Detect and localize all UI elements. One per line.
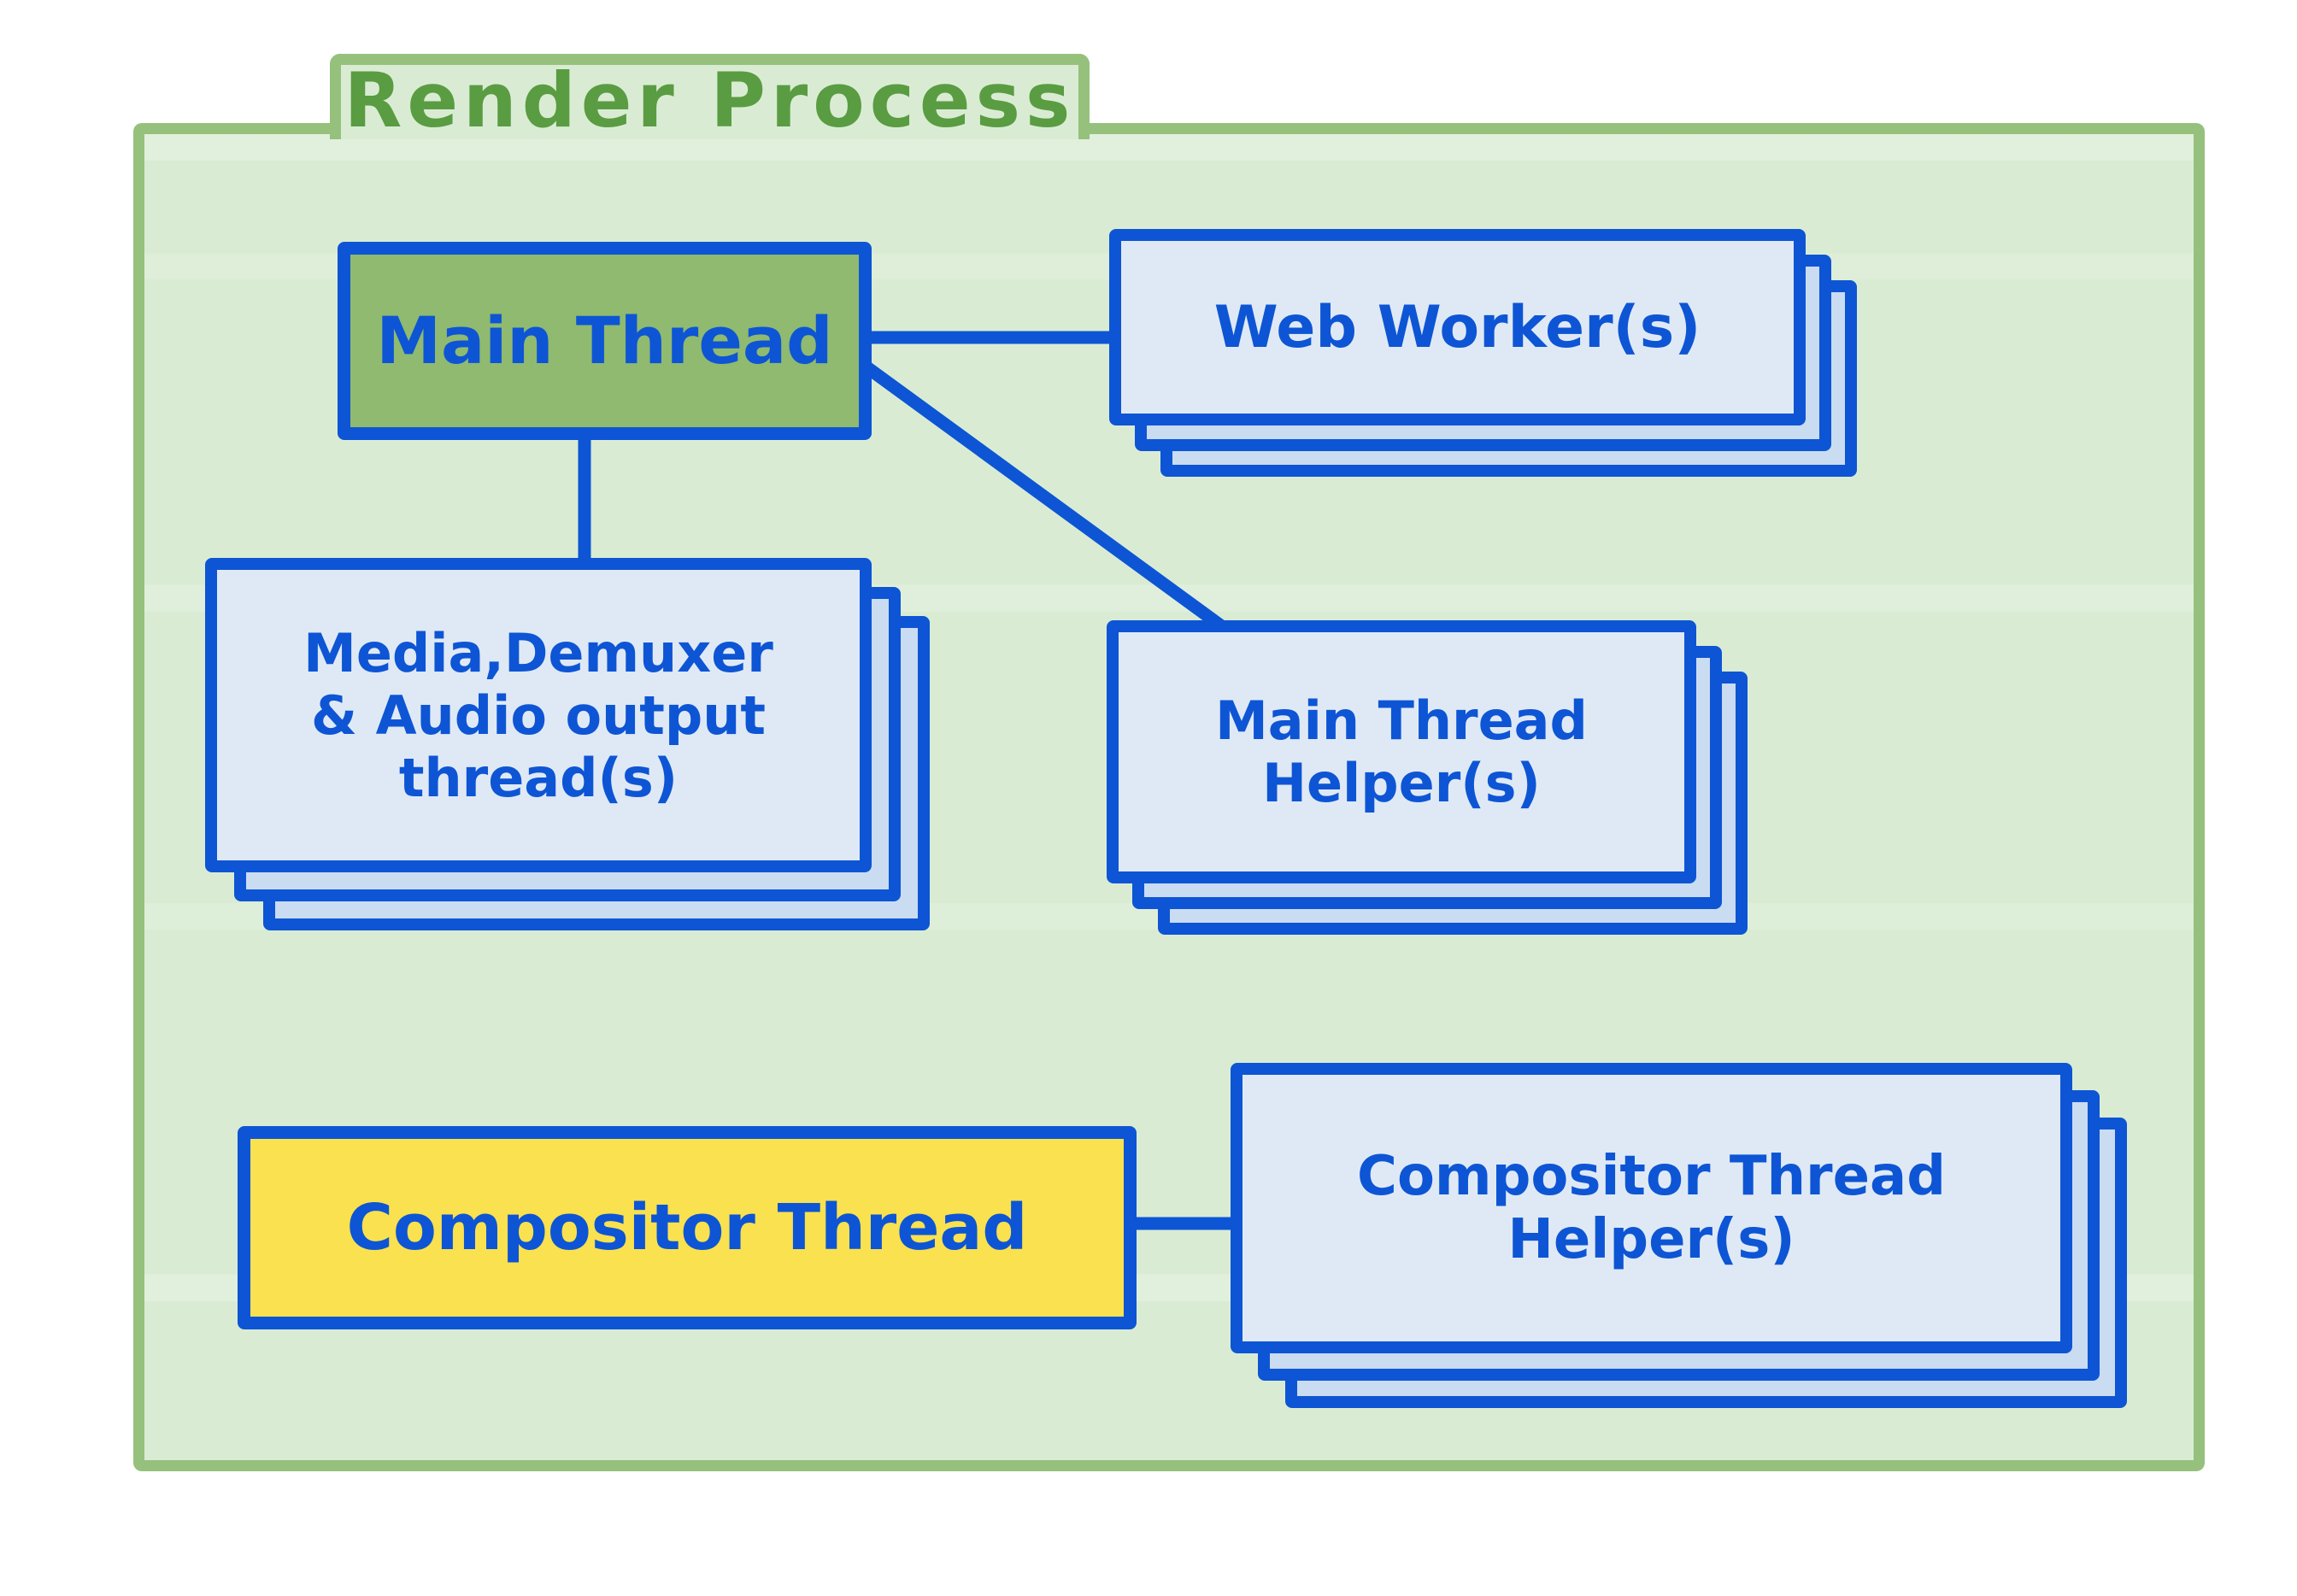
main-thread-helpers-card-front: Main Thread Helper(s) (1107, 620, 1696, 883)
node-media-threads: Media,Demuxer & Audio output thread(s) (205, 558, 940, 934)
node-compositor-thread-label: Compositor Thread (346, 1190, 1028, 1264)
diagram-title: Render Process (344, 56, 1076, 144)
media-threads-line1: Media,Demuxer (303, 621, 773, 684)
node-main-thread: Main Thread (338, 242, 872, 440)
main-thread-helpers-line1: Main Thread (1215, 689, 1588, 752)
node-media-threads-label: Media,Demuxer & Audio output thread(s) (303, 622, 773, 809)
compositor-helpers-line1: Compositor Thread (1356, 1145, 1947, 1208)
media-threads-line2: & Audio output (310, 684, 767, 747)
main-thread-helpers-line2: Helper(s) (1262, 752, 1541, 814)
compositor-helpers-line2: Helper(s) (1507, 1208, 1795, 1271)
media-threads-card-front: Media,Demuxer & Audio output thread(s) (205, 558, 872, 872)
node-compositor-thread: Compositor Thread (238, 1126, 1137, 1329)
connector-main-thread-to-main-thread-helpers (858, 359, 1239, 641)
node-main-thread-helpers: Main Thread Helper(s) (1107, 620, 1756, 945)
node-compositor-thread-helpers: Compositor Thread Helper(s) (1231, 1063, 2136, 1413)
node-web-workers-label: Web Worker(s) (1213, 293, 1701, 361)
web-workers-card-front: Web Worker(s) (1109, 229, 1806, 425)
folder-tab (330, 54, 1090, 139)
node-main-thread-label: Main Thread (376, 302, 833, 379)
node-main-thread-helpers-label: Main Thread Helper(s) (1215, 689, 1588, 814)
media-threads-line3: thread(s) (398, 746, 679, 809)
node-compositor-helpers-label: Compositor Thread Helper(s) (1357, 1145, 1946, 1271)
compositor-helpers-card-front: Compositor Thread Helper(s) (1231, 1063, 2072, 1353)
node-web-workers: Web Worker(s) (1109, 229, 1861, 485)
